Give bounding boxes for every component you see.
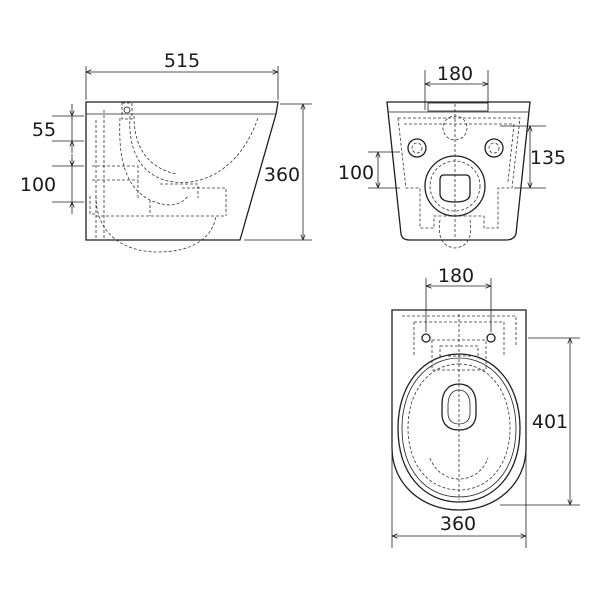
side-outlet-height-label: 100 bbox=[20, 174, 56, 196]
side-view-trap-hidden bbox=[95, 195, 217, 253]
top-view-body-outline bbox=[391, 309, 527, 511]
top-depth-label: 401 bbox=[532, 411, 568, 433]
top-fixing-hole-left bbox=[421, 333, 431, 343]
rear-fixing-spacing-label: 180 bbox=[437, 63, 473, 85]
rear-fixing-height-label: 135 bbox=[530, 147, 566, 169]
rear-fixing-hole-right bbox=[484, 138, 504, 158]
side-view-bowl-hidden bbox=[129, 115, 259, 183]
top-width-label: 360 bbox=[440, 513, 476, 535]
side-view-body-outline bbox=[85, 101, 279, 241]
side-view: 515 360 55 100 bbox=[20, 50, 312, 253]
top-fixing-spacing-label: 180 bbox=[438, 265, 474, 287]
side-height-label: 360 bbox=[264, 164, 300, 186]
rear-view-body-outline bbox=[386, 101, 531, 241]
rear-view: 180 135 100 bbox=[338, 63, 566, 249]
rear-fixing-hole-left bbox=[407, 138, 427, 158]
rear-outlet-height-label: 100 bbox=[338, 162, 374, 184]
top-view: 180 401 360 bbox=[391, 265, 580, 548]
top-fixing-hole-right bbox=[486, 333, 496, 343]
side-width-label: 515 bbox=[164, 50, 200, 72]
side-inlet-offset-label: 55 bbox=[32, 119, 56, 141]
